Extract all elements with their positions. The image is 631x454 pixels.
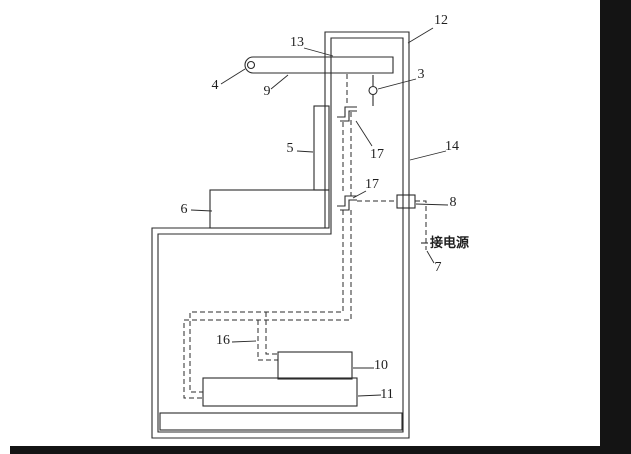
leader-8 (415, 203, 449, 206)
leader-7 (426, 250, 435, 264)
scan-shadow-right (600, 0, 631, 454)
wiring (183, 74, 427, 399)
leader-13 (303, 47, 334, 57)
wire-to-power (415, 200, 427, 250)
ref-label-3: 3 (418, 67, 425, 82)
leader-11 (357, 394, 382, 397)
ref-label-17a: 17 (370, 147, 384, 162)
leader-14 (409, 150, 447, 161)
leader-17b (352, 190, 367, 199)
ref-label-10: 10 (374, 358, 388, 373)
leader-12 (407, 27, 434, 44)
ref-label-9: 9 (264, 84, 271, 99)
leader-17a (355, 120, 373, 147)
wire-branch-upper (265, 312, 278, 355)
swing-arm (244, 56, 394, 74)
ref-label-7: 7 (435, 260, 442, 275)
ref-label-11: 11 (380, 387, 393, 402)
leader-3 (377, 78, 417, 90)
power-note: 接电源 (430, 235, 469, 251)
ref-label-4: 4 (212, 78, 219, 93)
wire-run-b (183, 210, 352, 399)
clip-step-a2 (340, 110, 357, 122)
box-6 (209, 189, 330, 229)
arm-pivot (246, 60, 256, 70)
reference-labels: 12 13 4 9 3 14 5 17 17 8 7 6 16 10 11 接电… (181, 13, 470, 402)
tower-cabinet-inner-wall (157, 37, 404, 433)
leader-9 (270, 74, 289, 90)
ref-label-8: 8 (450, 195, 457, 210)
leader-4 (220, 68, 246, 85)
ref-label-17b: 17 (365, 177, 379, 192)
ref-label-14: 14 (445, 139, 459, 154)
leader-16 (231, 340, 257, 343)
base-strip (159, 412, 403, 431)
ref-label-6: 6 (181, 202, 188, 217)
leader-lines (190, 27, 449, 397)
ref-label-12: 12 (434, 13, 448, 28)
box-10 (277, 351, 353, 380)
ref-label-5: 5 (287, 141, 294, 156)
ref-label-13: 13 (290, 35, 304, 50)
wire-branch-lower (257, 320, 278, 361)
scan-shadow-bottom (10, 446, 631, 454)
enclosure-linework (151, 31, 428, 439)
wire-clip-17a (337, 106, 357, 122)
ref-label-16: 16 (216, 333, 230, 348)
wire-run-a (189, 210, 344, 393)
clip-step-a1 (337, 106, 357, 118)
fastener-3 (368, 75, 378, 106)
leader-5 (296, 150, 314, 153)
clip-step-b2 (340, 199, 357, 211)
leader-6 (190, 209, 213, 212)
